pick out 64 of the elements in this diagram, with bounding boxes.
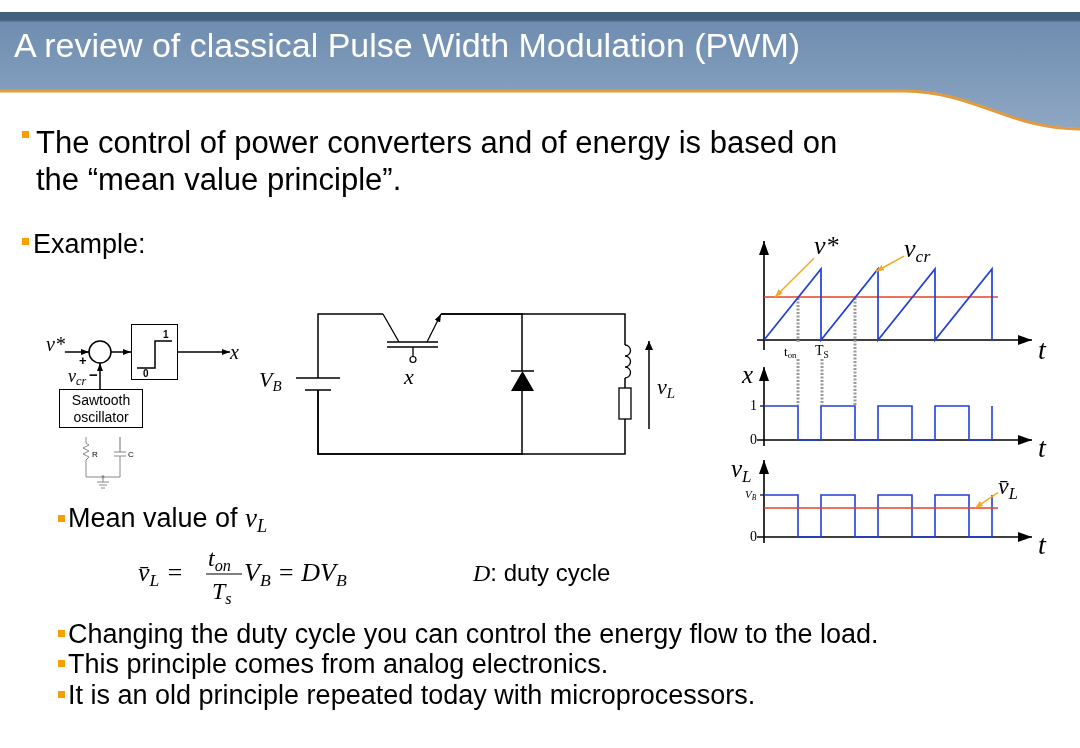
signal-label: v$_{cr}$ [904, 236, 931, 262]
oscillator-block: Sawtooth oscillator [59, 389, 143, 428]
sign-label: − [89, 367, 98, 382]
definition-text: D: duty cycle [473, 561, 611, 585]
resistor-symbol [618, 387, 632, 420]
sign-label: + [79, 354, 87, 367]
capacitor-symbol [113, 436, 127, 457]
ground-symbol [96, 481, 110, 489]
battery-symbol [295, 377, 341, 391]
arrow [97, 362, 103, 390]
axis-label: x [742, 362, 754, 387]
transistor-symbol [382, 313, 442, 364]
mean-line [763, 507, 999, 509]
output-label: x [230, 342, 239, 362]
tick-label: V$_{B}$ [745, 489, 757, 500]
bullet-text: Changing the duty cycle you can control the energy flow to the load. [68, 621, 879, 648]
tick-label: 0 [750, 530, 757, 544]
formula-text: T$_{s}$ [212, 579, 232, 603]
sawtooth-wave [763, 266, 993, 343]
inductor-symbol [624, 344, 632, 379]
tick-label: 0 [750, 433, 757, 447]
bullet-text: Example: [33, 231, 146, 258]
diode-symbol [510, 370, 535, 391]
arrow [64, 349, 90, 355]
leader-line [774, 257, 815, 298]
bullet-text: The control of power converters and of energy is based on the “mean value principle”. [36, 124, 839, 198]
junction-dot [101, 475, 105, 479]
slide-title: A review of classical Pulse Width Modulation (PWM) [14, 28, 801, 62]
circuit-wire [624, 377, 626, 389]
leader-line [875, 255, 905, 273]
leader-line [974, 491, 999, 509]
formula-text: V$_{B}$ = DV$_{B}$ [244, 560, 347, 586]
formula-text: v̄$_{L}$ = [138, 560, 184, 586]
circuit-wire [104, 455, 121, 478]
circuit-wire [317, 313, 384, 379]
level-label: 0 [143, 369, 149, 379]
comparator-block [131, 324, 178, 380]
formula-text: t$_{on}$ [208, 546, 231, 570]
bullet-text: Mean value of v$_{L}$ [68, 505, 268, 532]
circuit-wire [440, 313, 626, 346]
resistor-symbol [82, 436, 90, 461]
signal-label: v* [814, 233, 839, 259]
axis-label: t [1038, 531, 1046, 559]
edge-label: v$_{cr}$ [68, 367, 87, 385]
axis-label: t [1038, 336, 1046, 364]
input-label: v* [46, 334, 65, 354]
tick-label: t$_{on}$ [784, 345, 797, 358]
axis-label: t [1038, 434, 1046, 462]
bullet-text: It is an old principle repeated today with microprocessors. [68, 682, 756, 709]
component-label: C [128, 451, 134, 459]
arrow [177, 349, 231, 355]
axis-label: v$_{L}$ [731, 456, 752, 481]
gate-label: x [404, 366, 414, 388]
signal-label: v̄$_{L}$ [998, 474, 1018, 498]
summing-junction [88, 340, 112, 364]
circuit-wire [317, 389, 523, 455]
component-label: R [92, 451, 98, 459]
bullet-text: This principle comes from analog electronics. [68, 651, 609, 678]
voltage-label: v$_{L}$ [657, 376, 676, 398]
voltage-label: V$_{B}$ [259, 369, 282, 391]
level-label: 1 [163, 330, 169, 340]
circuit-wire [102, 478, 104, 483]
circuit-wire [85, 459, 102, 478]
tick-label: 1 [750, 399, 757, 413]
